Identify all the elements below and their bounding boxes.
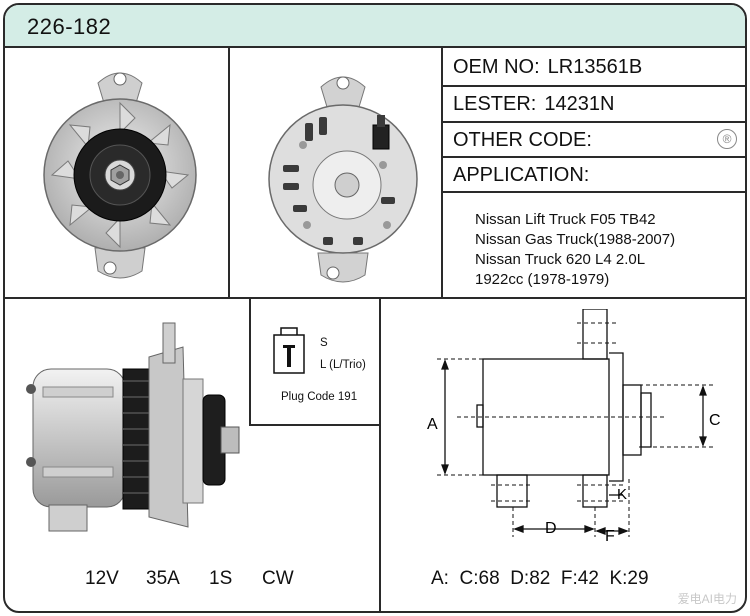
application-list: Nissan Lift Truck F05 TB42 Nissan Gas Tr… bbox=[475, 210, 675, 290]
alternator-front-view bbox=[43, 72, 197, 279]
divider-h-middle bbox=[5, 297, 745, 299]
dim-k-label: K bbox=[617, 486, 627, 503]
plug-connector-icon bbox=[273, 327, 305, 374]
application-item: Nissan Lift Truck F05 TB42 bbox=[475, 211, 656, 228]
plug-code-caption: Plug Code 191 bbox=[281, 391, 358, 403]
application-item: Nissan Gas Truck(1988-2007) bbox=[475, 231, 676, 248]
divider-h-info-2 bbox=[441, 121, 745, 123]
oem-value: LR13561B bbox=[547, 56, 643, 78]
lester-label: LESTER: bbox=[453, 93, 537, 115]
other-code-row: OTHER CODE: ® bbox=[443, 123, 745, 158]
plug-l-label: L (L/Trio) bbox=[320, 359, 366, 371]
application-row: APPLICATION: bbox=[443, 158, 745, 193]
application-label: APPLICATION: bbox=[453, 164, 590, 186]
other-code-label: OTHER CODE: bbox=[453, 129, 592, 151]
spec-amperage: 35A bbox=[146, 568, 180, 589]
header-bar: 226-182 bbox=[5, 5, 745, 48]
spec-rotation: CW bbox=[262, 568, 294, 589]
dim-a-label: A bbox=[427, 416, 438, 433]
divider-v-plug-left bbox=[249, 297, 251, 425]
oem-row: OEM NO: LR13561B bbox=[443, 50, 745, 85]
application-item: 1922cc (1978-1979) bbox=[475, 271, 610, 288]
application-item: Nissan Truck 620 L4 2.0L bbox=[475, 251, 646, 268]
divider-h-info-4 bbox=[441, 191, 745, 193]
divider-h-info-1 bbox=[441, 85, 745, 87]
divider-v-info bbox=[441, 48, 443, 298]
plug-panel: S L (L/Trio) Plug Code 191 bbox=[250, 297, 381, 425]
registered-mark-icon: ® bbox=[717, 129, 737, 149]
alternator-rear-view bbox=[268, 76, 418, 283]
watermark: 爱电AI电力 bbox=[677, 592, 737, 606]
spec-regulator: 1S bbox=[209, 568, 233, 589]
part-number: 226-182 bbox=[27, 14, 112, 39]
spec-voltage: 12V bbox=[85, 568, 119, 589]
divider-h-info-3 bbox=[441, 156, 745, 158]
dim-c-label: C bbox=[709, 412, 721, 429]
alternator-side-view bbox=[26, 322, 240, 532]
lester-value: 14231N bbox=[544, 93, 615, 115]
divider-h-plug-bottom bbox=[249, 424, 380, 426]
divider-v-plug-right bbox=[379, 297, 381, 611]
lester-row: LESTER: 14231N bbox=[443, 87, 745, 122]
product-sheet: 226-182 OEM NO: LR13561B LESTER: 14231N OT… bbox=[3, 3, 747, 613]
plug-s-label: S bbox=[320, 337, 328, 349]
oem-label: OEM NO: bbox=[453, 56, 540, 78]
dim-f-label: F bbox=[605, 528, 615, 543]
dim-d-label: D bbox=[545, 520, 557, 537]
dimension-drawing: A C D F K bbox=[427, 309, 721, 543]
divider-v-left bbox=[228, 48, 230, 298]
dimension-summary: A: C:68 D:82 F:42 K:29 bbox=[431, 568, 649, 589]
